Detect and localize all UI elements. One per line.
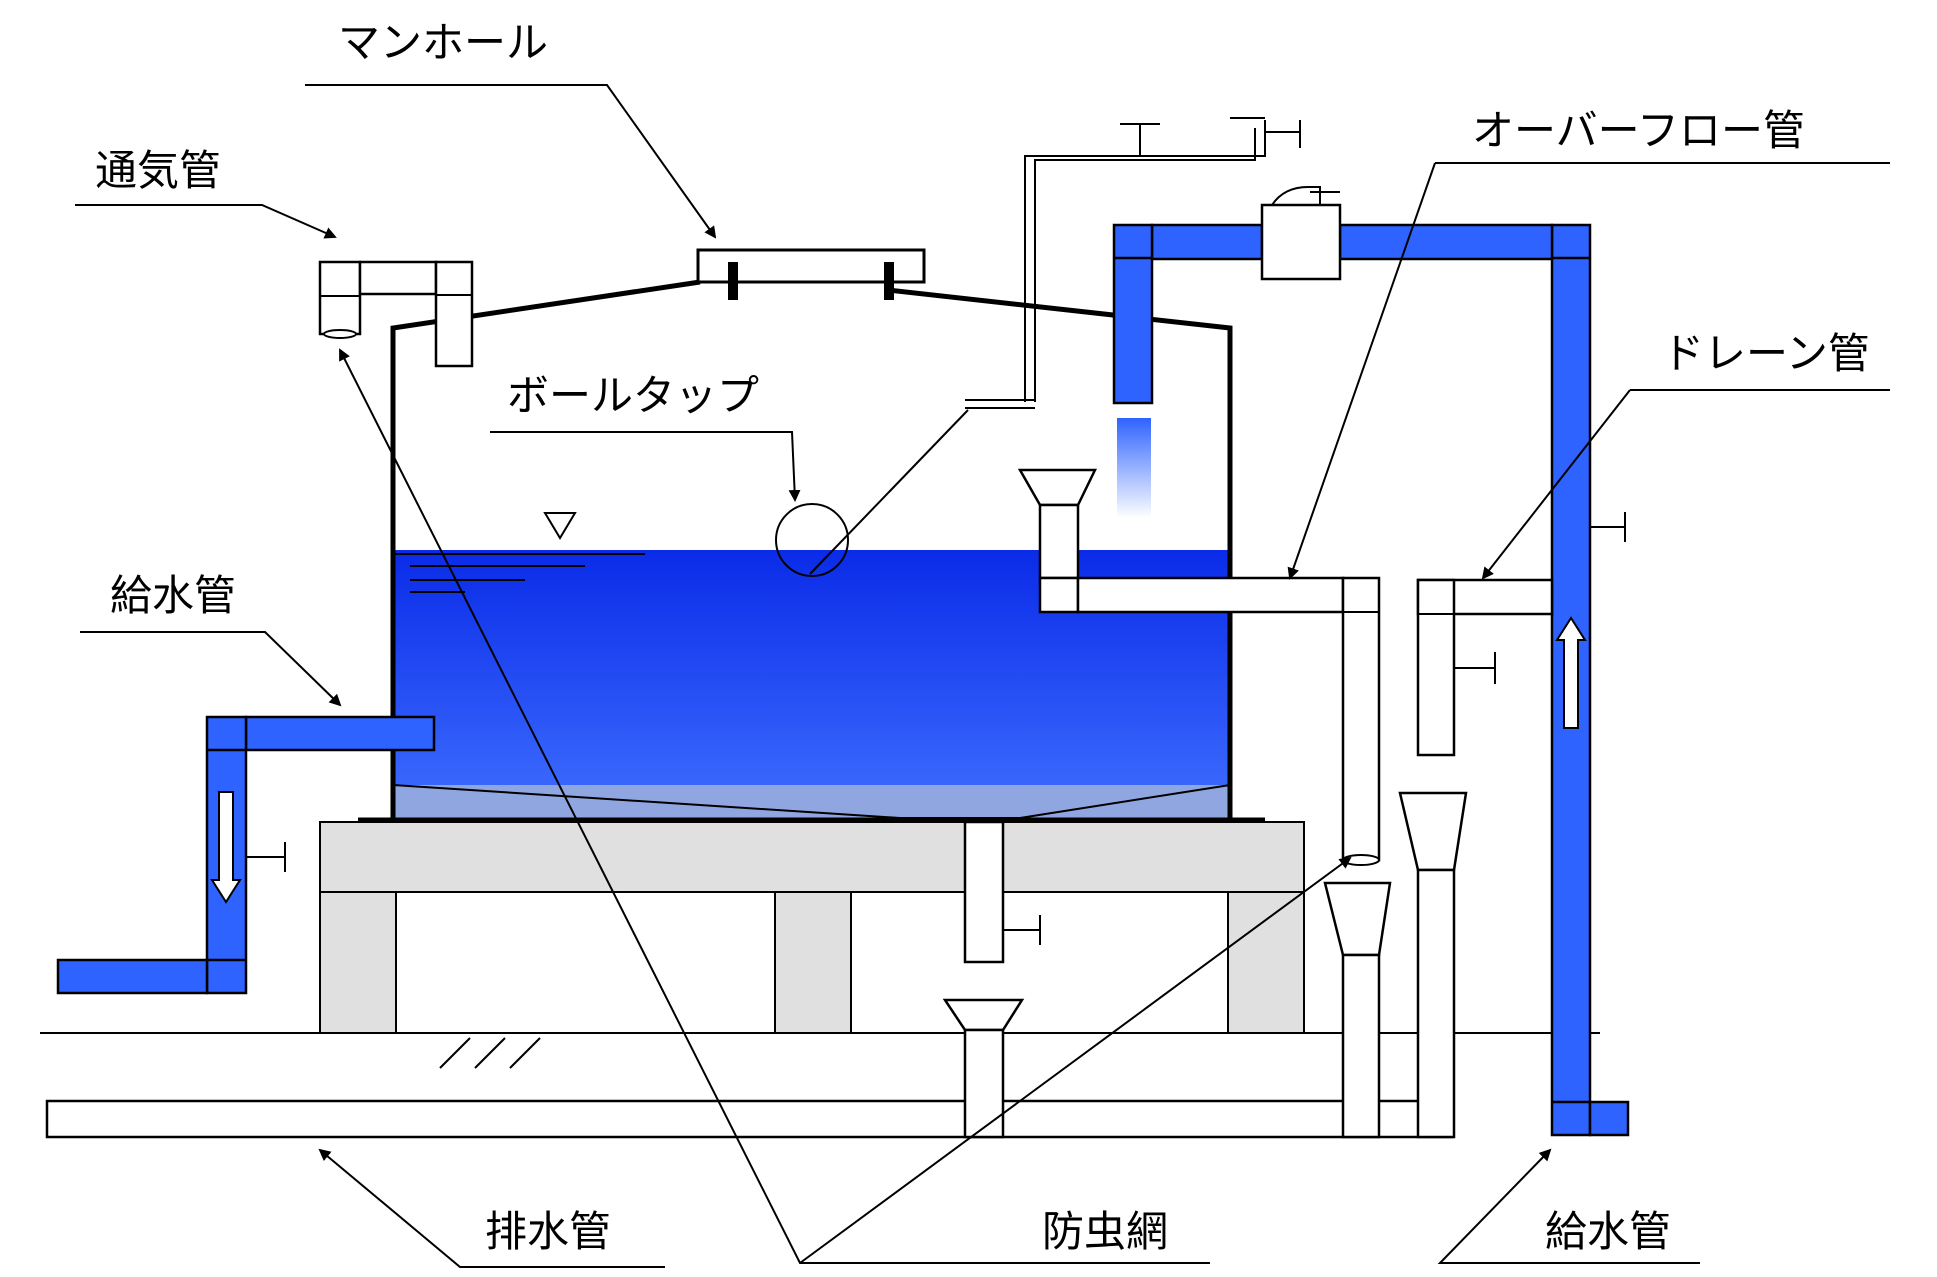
water-level-triangle-icon: [543, 512, 577, 540]
label-manhole: マンホール: [338, 18, 548, 67]
supply-pipe-right: [1112, 186, 1630, 1137]
flow-arrow-down-icon: [210, 791, 242, 904]
ball-tap: [775, 117, 1301, 577]
manhole: [696, 248, 926, 300]
label-ball-tap: ボールタップ: [507, 371, 759, 420]
leader-lines: [75, 84, 1890, 1268]
label-insect-screen: 防虫網: [1042, 1207, 1168, 1256]
overflow-pipe: [1017, 468, 1381, 866]
label-supply-pipe-left: 給水管: [110, 571, 236, 620]
tank-sediment: [393, 785, 1230, 818]
tank-body: [358, 279, 1265, 823]
supply-pipe-left: [56, 715, 436, 995]
drain-pipe: [1416, 578, 1554, 757]
drain-funnels: [1323, 791, 1468, 1139]
label-overflow-pipe: オーバーフロー管: [1472, 106, 1805, 155]
label-vent-pipe: 通気管: [95, 146, 221, 195]
label-drain-main: 排水管: [485, 1207, 611, 1256]
flow-arrow-up-icon: [1555, 616, 1587, 729]
drain-main-pipe: [45, 1099, 1454, 1139]
label-drain-pipe: ドレーン管: [1662, 329, 1870, 378]
label-supply-pipe-right: 給水管: [1545, 1207, 1671, 1256]
vent-pipe: [318, 260, 474, 368]
concrete-base: [319, 821, 1305, 1034]
